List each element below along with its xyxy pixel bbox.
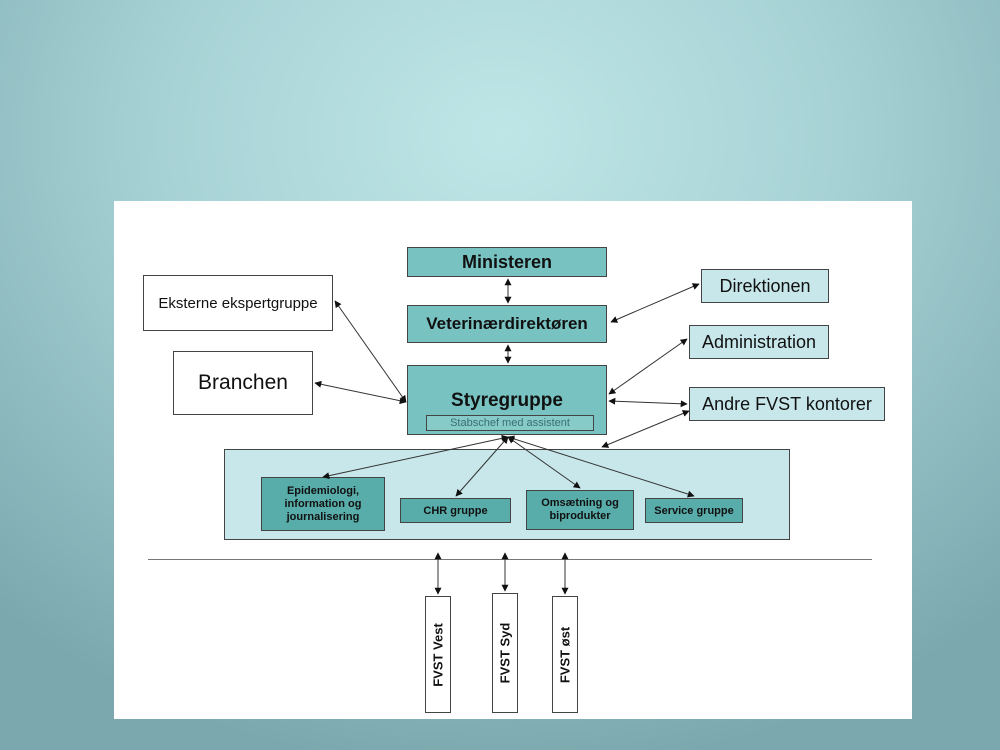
node-branchen: Branchen [173,351,313,415]
arrow-chr [455,436,509,497]
node-andre-fvst-kontorer: Andre FVST kontorer [689,387,885,421]
group-service: Service gruppe [645,498,743,523]
region-fvst-oest: FVST øst [552,596,578,713]
arrow-andre-fvst [608,397,688,408]
divider-line [148,559,872,560]
arrow-epidemiologi [322,434,509,480]
arrow-eksterne [334,300,407,403]
arrow-omsaetning [507,436,581,489]
connector-arrows [314,278,700,595]
node-ministeren: Ministeren [407,247,607,277]
stabschef-box: Stabschef med assistent [426,415,594,431]
region-fvst-syd: FVST Syd [492,593,518,713]
node-veterinaerdirektoeren: Veterinærdirektøren [407,305,607,343]
styregruppe-title: Styregruppe [451,390,563,411]
region-fvst-vest: FVST Vest [425,596,451,713]
node-administration: Administration [689,325,829,359]
arrow-administration [608,338,688,395]
arrow-service [507,435,695,498]
group-chr: CHR gruppe [400,498,511,523]
node-direktionen: Direktionen [701,269,829,303]
arrow-direktionen [610,283,700,323]
arrow-container-andre-fvst [601,410,690,448]
arrow-branchen [314,380,407,405]
org-chart-slide: Ministeren Veterinærdirektøren Direktion… [114,201,912,719]
node-styregruppe: Styregruppe Stabschef med assistent [407,365,607,435]
node-eksterne-ekspertgruppe: Eksterne ekspertgruppe [143,275,333,331]
